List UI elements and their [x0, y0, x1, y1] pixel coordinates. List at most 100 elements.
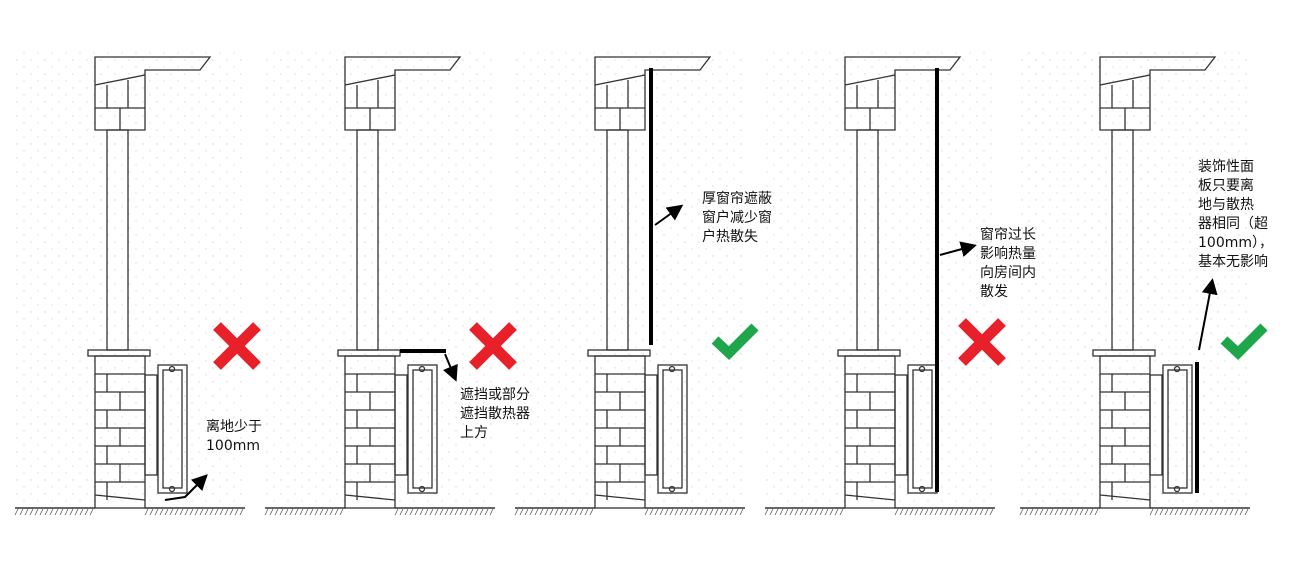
panel-sill-blocking	[264, 50, 495, 516]
ground-hatch	[1094, 508, 1099, 516]
ground-hatch	[764, 508, 769, 516]
ground-hatch	[559, 508, 564, 516]
ground-hatch	[924, 508, 929, 516]
ground-hatch	[474, 508, 479, 516]
ground-hatch	[579, 508, 584, 516]
cross-icon	[213, 322, 261, 370]
ground-hatch	[679, 508, 684, 516]
ground-hatch	[1069, 508, 1074, 516]
ground-hatch	[459, 508, 464, 516]
ground-hatch	[819, 508, 824, 516]
radiator-valve	[918, 365, 926, 373]
lintel-bricks	[844, 74, 896, 130]
ground-hatch	[444, 508, 449, 516]
ground-hatch	[1214, 508, 1219, 516]
ground-hatch	[814, 508, 819, 516]
ground-hatch	[424, 508, 429, 516]
ground-hatch	[914, 508, 919, 516]
ground-hatch	[319, 508, 324, 516]
ground-hatch	[899, 508, 904, 516]
ground-hatch	[329, 508, 334, 516]
ground-hatch	[519, 508, 524, 516]
ground-hatch	[394, 508, 399, 516]
ground-hatch	[449, 508, 454, 516]
cross-icon	[958, 318, 1006, 366]
ground-hatch	[1174, 508, 1179, 516]
ground-hatch	[584, 508, 589, 516]
ground-hatch	[274, 508, 279, 516]
ground-hatch	[59, 508, 64, 516]
ground-hatch	[1219, 508, 1224, 516]
ground-hatch	[834, 508, 839, 516]
ground-hatch	[79, 508, 84, 516]
ground-hatch	[969, 508, 974, 516]
ground-hatch	[824, 508, 829, 516]
ground-hatch	[1244, 508, 1249, 516]
ground-hatch	[159, 508, 164, 516]
lintel-overhang	[594, 56, 712, 131]
ground-hatch	[664, 508, 669, 516]
ground-hatch	[54, 508, 59, 516]
panel-thick-curtain	[514, 50, 745, 516]
ground-hatch	[564, 508, 569, 516]
ground-hatch	[1164, 508, 1169, 516]
check-icon	[1220, 323, 1268, 360]
ground-hatch	[554, 508, 559, 516]
ground-hatch	[409, 508, 414, 516]
ground-hatch	[309, 508, 314, 516]
ground-hatch	[894, 508, 899, 516]
ground-hatch	[724, 508, 729, 516]
ground-hatch	[454, 508, 459, 516]
lintel-bricks	[594, 74, 646, 130]
ground-hatch	[694, 508, 699, 516]
ground-hatch	[69, 508, 74, 516]
ground-hatch	[489, 508, 494, 516]
label-thick-curtain: 厚窗帘遮蔽 窗户减少窗 户热散失	[702, 191, 772, 245]
ground-hatch	[469, 508, 474, 516]
ground-hatch	[84, 508, 89, 516]
panel-decorative-panel	[1019, 50, 1250, 516]
ground-hatch	[184, 508, 189, 516]
ground-hatch	[174, 508, 179, 516]
ground-hatch	[339, 508, 344, 516]
ground-hatch	[284, 508, 289, 516]
ground-hatch	[954, 508, 959, 516]
ground-hatch	[289, 508, 294, 516]
ground-hatch	[199, 508, 204, 516]
ground-hatch	[1159, 508, 1164, 516]
ground-hatch	[239, 508, 244, 516]
ground-hatch	[514, 508, 519, 516]
ground-hatch	[24, 508, 29, 516]
ground-hatch	[1089, 508, 1094, 516]
ground-hatch	[984, 508, 989, 516]
ground-hatch	[304, 508, 309, 516]
ground-hatch	[979, 508, 984, 516]
ground-hatch	[1224, 508, 1229, 516]
ground-hatch	[779, 508, 784, 516]
ground-hatch	[1084, 508, 1089, 516]
ground-hatch	[789, 508, 794, 516]
ground-hatch	[429, 508, 434, 516]
lintel-overhang	[94, 56, 212, 131]
ground-hatch	[1044, 508, 1049, 516]
ground-hatch	[1234, 508, 1239, 516]
ground-hatch	[659, 508, 664, 516]
label-sill-blocking: 遮挡或部分 遮挡散热器 上方	[460, 387, 530, 441]
ground-hatch	[544, 508, 549, 516]
radiator-bracket	[1149, 374, 1163, 476]
ground-hatch	[189, 508, 194, 516]
radiator-valve	[668, 365, 676, 373]
arrow-long-curtain	[939, 241, 977, 257]
ground-hatch	[799, 508, 804, 516]
ground-hatch	[89, 508, 94, 516]
radiator	[1162, 364, 1193, 494]
ground-hatch	[534, 508, 539, 516]
ground-hatch	[719, 508, 724, 516]
lintel-bricks	[344, 74, 396, 130]
ground-hatch	[1184, 508, 1189, 516]
ground-hatch	[709, 508, 714, 516]
ground-hatch	[1029, 508, 1034, 516]
ground-hatch	[1054, 508, 1059, 516]
ground-hatch	[989, 508, 994, 516]
ground-hatch	[74, 508, 79, 516]
